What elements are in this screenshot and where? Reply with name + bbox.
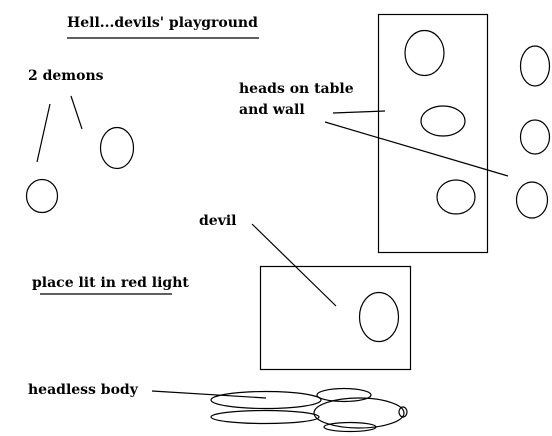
wall-head-top xyxy=(519,45,551,87)
page-title: Hell...devils' playground xyxy=(67,15,258,31)
devil-pointer xyxy=(251,223,337,307)
table-head-middle xyxy=(420,105,466,137)
body-part-lower-left xyxy=(210,409,320,425)
table-head-top xyxy=(404,29,445,77)
heads-pointer-table xyxy=(332,110,386,114)
table-head-bottom xyxy=(436,179,476,215)
devil-label: devil xyxy=(199,213,237,229)
lighting-label: place lit in red light xyxy=(32,275,189,291)
body-part-upper-right xyxy=(316,387,372,403)
body-torso xyxy=(313,397,405,429)
body-label: headless body xyxy=(28,382,138,398)
body-part-upper-left xyxy=(210,390,322,410)
heads-label: heads on table and wall xyxy=(239,81,354,118)
body-pointer xyxy=(151,390,267,399)
table xyxy=(377,13,489,254)
devil-frame xyxy=(259,265,412,371)
heads-pointer-wall xyxy=(324,121,509,177)
devil-head xyxy=(358,291,400,343)
demon-head-right xyxy=(99,126,135,170)
body-stub xyxy=(398,406,408,418)
wall-head-bottom xyxy=(515,181,549,219)
demons-label: 2 demons xyxy=(28,68,104,84)
wall-head-middle xyxy=(519,119,551,155)
body-part-lower-right xyxy=(323,421,377,433)
demons-pointer-left xyxy=(36,103,51,163)
demon-head-left xyxy=(25,178,59,214)
demons-pointer-right xyxy=(70,95,83,130)
